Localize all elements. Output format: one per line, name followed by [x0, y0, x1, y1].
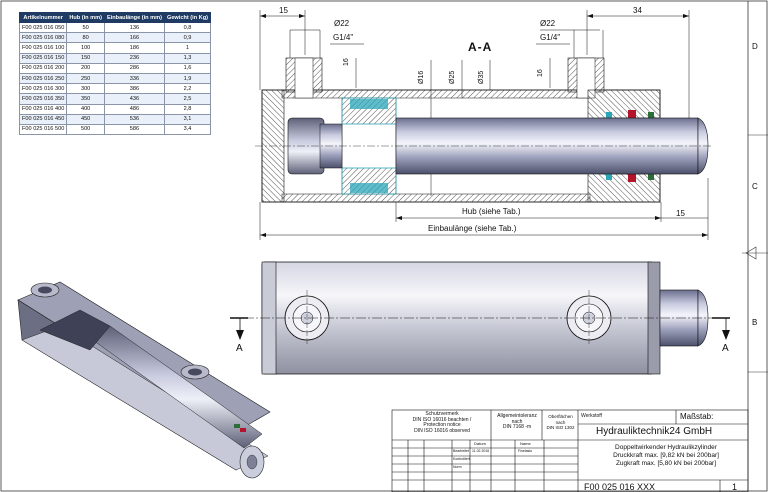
length-label: Einbaulänge (siehe Tab.)	[428, 224, 517, 233]
edited-name: Finelasto	[518, 449, 533, 453]
port-depth-right: 16	[537, 69, 544, 77]
general-tolerance: Allgemeintoleranz nach DIN 7168 -m	[497, 413, 537, 431]
section-mark-right: A	[722, 343, 729, 354]
row-edited: Bearbeitet	[453, 449, 469, 453]
isometric-cutaway-view	[17, 281, 271, 479]
edited-date: 11.02.2016	[472, 449, 490, 453]
drawing-number: F00 025 016 XXX	[584, 482, 656, 492]
dim-top-right: 34	[633, 6, 642, 15]
material-label: Werkstoff	[581, 413, 602, 419]
dim-rod-end: 15	[676, 209, 685, 218]
table-cell: F00 025 016 500	[18, 123, 68, 136]
port-depth-left: 16	[343, 58, 350, 66]
parts-table: Artikelnummer Hub (in mm) Einbaulänge (i…	[18, 12, 212, 136]
description-line-3: Zugkraft max. [5,80 kN bei 200bar]	[615, 460, 717, 467]
section-mark-left: A	[236, 343, 243, 354]
port-dia-left: Ø22	[334, 19, 350, 28]
sheet-number: 1	[732, 482, 738, 492]
side-view	[230, 261, 730, 375]
table-cell: 3,4	[163, 123, 212, 136]
scale-label: Maßstab:	[680, 412, 714, 421]
dia-rod: Ø16	[418, 70, 425, 84]
projection-symbol-icon	[742, 246, 768, 260]
border-row-b: B	[752, 318, 758, 327]
description-line-1: Doppeltwirkender Hydraulikzylinder	[615, 444, 717, 451]
surface-spec: Oberflächen nach DIN ISO 1302	[546, 414, 575, 431]
row-checked: Kontrolliert	[453, 457, 470, 461]
port-dia-right: Ø22	[540, 19, 556, 28]
date-header: Datum	[474, 441, 486, 446]
dia-bore: Ø35	[478, 70, 485, 84]
border-row-d: D	[752, 42, 758, 51]
protection-notice: Schutzvermerk DIN ISO 16016 beachten / P…	[412, 411, 472, 434]
port-thread-right: G1/4"	[540, 33, 561, 42]
row-norm: Norm	[453, 465, 462, 469]
title-block	[391, 409, 749, 492]
section-view	[255, 10, 712, 240]
description-line-2: Druckkraft max. [9,82 kN bei 200bar]	[613, 452, 719, 459]
port-thread-left: G1/4"	[333, 33, 354, 42]
hub-label: Hub (siehe Tab.)	[462, 207, 521, 216]
section-label: A-A	[468, 40, 493, 54]
dim-top-left: 15	[279, 6, 288, 15]
dia-piston: Ø25	[449, 70, 456, 84]
border-row-c: C	[752, 182, 758, 191]
name-header: Name	[520, 441, 531, 446]
company-name: Hydrauliktechnik24 GmbH	[596, 426, 713, 437]
